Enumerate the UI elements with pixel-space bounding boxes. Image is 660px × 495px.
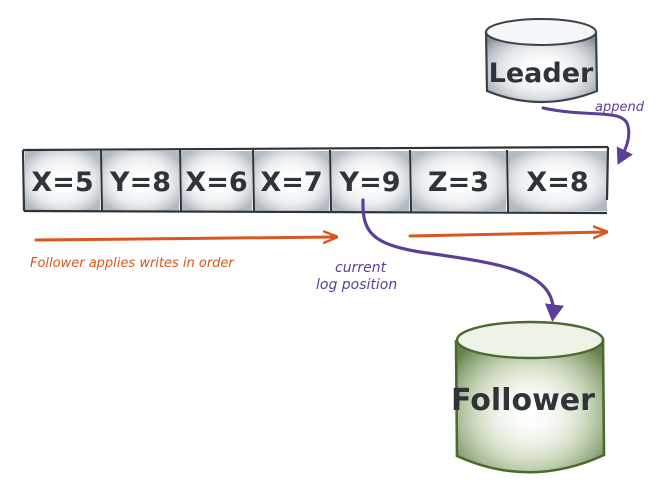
log-entry-text: Z=3 (428, 167, 489, 198)
leader-label: Leader (489, 58, 594, 89)
apply-order-arrow-right (408, 232, 605, 236)
apply-order-label: Follower applies writes in order (30, 256, 235, 271)
log-entry: Y=8 (100, 149, 179, 213)
log-entry: Z=3 (409, 149, 506, 213)
log-entry-text: Y=9 (339, 167, 401, 198)
apply-order-arrow-left (34, 237, 335, 240)
append-label: append (595, 100, 645, 115)
log-entry: X=8 (506, 149, 607, 213)
log-entry-text: X=7 (260, 167, 322, 198)
log-cell-divider (409, 149, 412, 213)
leader-database: Leader (484, 18, 599, 104)
log-entry: X=7 (252, 149, 329, 213)
log-entry-text: Y=8 (109, 167, 171, 198)
current-position-label-line2: log position (316, 277, 397, 293)
log-cell-divider (252, 149, 255, 213)
log-cell-divider (179, 149, 182, 213)
log-entry-text: X=8 (526, 167, 588, 198)
log-cell-divider (506, 149, 509, 213)
log-entry-text: X=5 (31, 167, 93, 198)
log-entry: X=6 (179, 149, 252, 213)
log-cell-divider (329, 149, 332, 213)
current-position-arrow (361, 198, 564, 322)
log-entry-text: X=6 (185, 167, 247, 198)
follower-database: Follower (451, 320, 606, 474)
log-cell-divider (100, 149, 103, 213)
log: X=5 Y=8 X=6 X=7 Y=9 Z=3 X=8 (21, 145, 610, 215)
append-arrow (541, 106, 633, 165)
log-entry: X=5 (25, 151, 100, 211)
current-position-label-line1: current (335, 260, 387, 276)
log-entry: Y=9 (329, 149, 409, 213)
follower-label: Follower (451, 383, 595, 418)
